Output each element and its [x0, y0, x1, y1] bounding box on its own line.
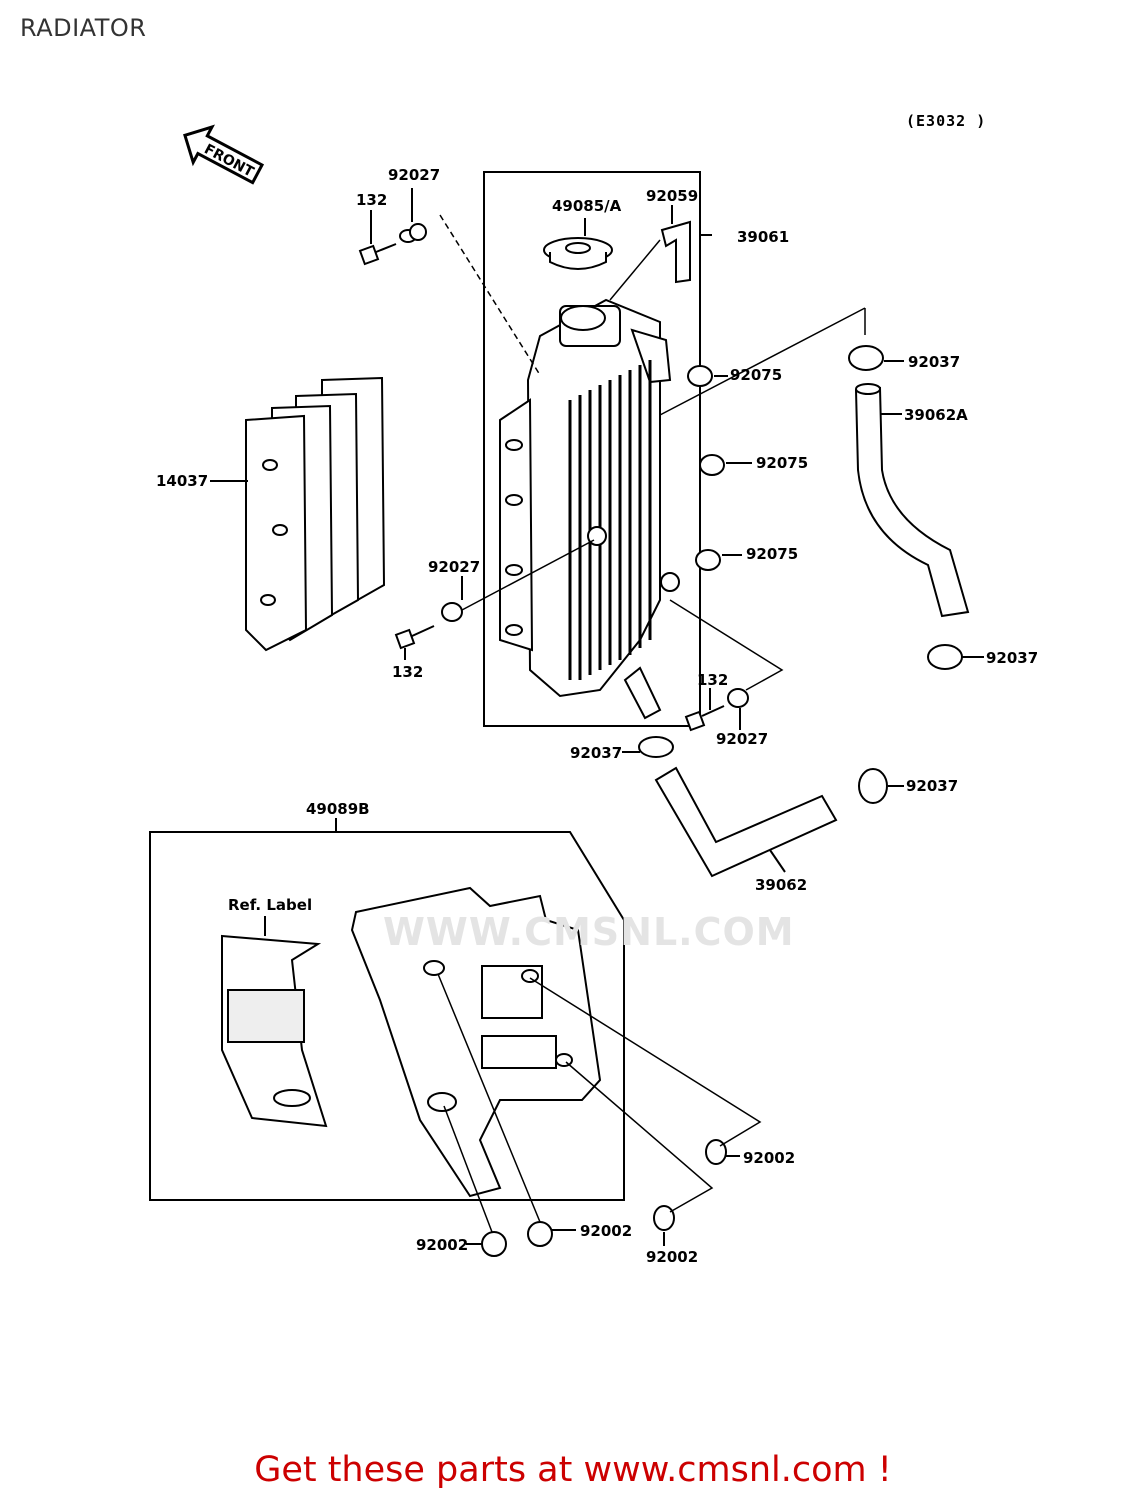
page-title: RADIATOR [20, 14, 147, 42]
label-39062A[interactable]: 39062A [904, 406, 968, 424]
radiator-shroud [350, 886, 602, 1198]
screw-mount-lines [437, 973, 762, 1233]
label-92027-top[interactable]: 92027 [388, 166, 441, 184]
label-49085[interactable]: 49085/A [552, 197, 622, 215]
label-92075-a[interactable]: 92075 [730, 366, 783, 384]
label-132-low[interactable]: 132 [697, 671, 729, 689]
hose-clamp-icon [638, 345, 963, 804]
radiator-assembly-frame [483, 171, 712, 727]
label-39061[interactable]: 39061 [737, 228, 790, 246]
label-92027-mid[interactable]: 92027 [428, 558, 481, 576]
lower-outlet-pipe [623, 666, 662, 720]
front-arrow-icon: FRONT [183, 124, 265, 185]
label-92075-c[interactable]: 92075 [746, 545, 799, 563]
bolt-132-mid-icon [394, 602, 463, 650]
cmsnl-link[interactable]: Get these parts at www.cmsnl.com ! [254, 1450, 892, 1490]
radiator-cap-icon [543, 237, 613, 270]
label-49089B[interactable]: 49089B [306, 800, 370, 818]
radiator-louver [245, 376, 386, 652]
radiator-core [499, 298, 672, 698]
label-92002-b[interactable]: 92002 [580, 1222, 633, 1240]
label-92059[interactable]: 92059 [646, 187, 699, 205]
label-92037-d[interactable]: 92037 [906, 777, 959, 795]
grommet-icon [687, 365, 725, 571]
screw-92002-icon [481, 1139, 727, 1257]
lower-hose-icon [654, 766, 838, 878]
upper-hose-icon [854, 383, 970, 618]
label-39062[interactable]: 39062 [755, 876, 808, 894]
label-92075-b[interactable]: 92075 [756, 454, 809, 472]
diagram-code: (E3032 ) [906, 112, 987, 130]
label-92002-a[interactable]: 92002 [743, 1149, 796, 1167]
ref-label-sticker [221, 934, 328, 1128]
label-92037-b[interactable]: 92037 [986, 649, 1039, 667]
label-92002-d[interactable]: 92002 [646, 1248, 699, 1266]
bolt-132-top-icon [358, 223, 427, 266]
ref-label-text: Ref. Label [228, 896, 313, 914]
shroud-frame [149, 818, 625, 1201]
watermark: WWW.CMSNL.COM [383, 910, 795, 954]
label-14037[interactable]: 14037 [156, 472, 209, 490]
label-132-mid[interactable]: 132 [392, 663, 424, 681]
label-132-top[interactable]: 132 [356, 191, 388, 209]
label-92037-c[interactable]: 92037 [570, 744, 623, 762]
bolt-132-low-icon [684, 688, 749, 732]
tube-connect-line [609, 239, 661, 301]
label-92027-low[interactable]: 92027 [716, 730, 769, 748]
mount-line-top [439, 214, 541, 376]
label-92002-c[interactable]: 92002 [416, 1236, 469, 1254]
label-92037-a[interactable]: 92037 [908, 353, 961, 371]
overflow-tube-icon [660, 220, 691, 284]
